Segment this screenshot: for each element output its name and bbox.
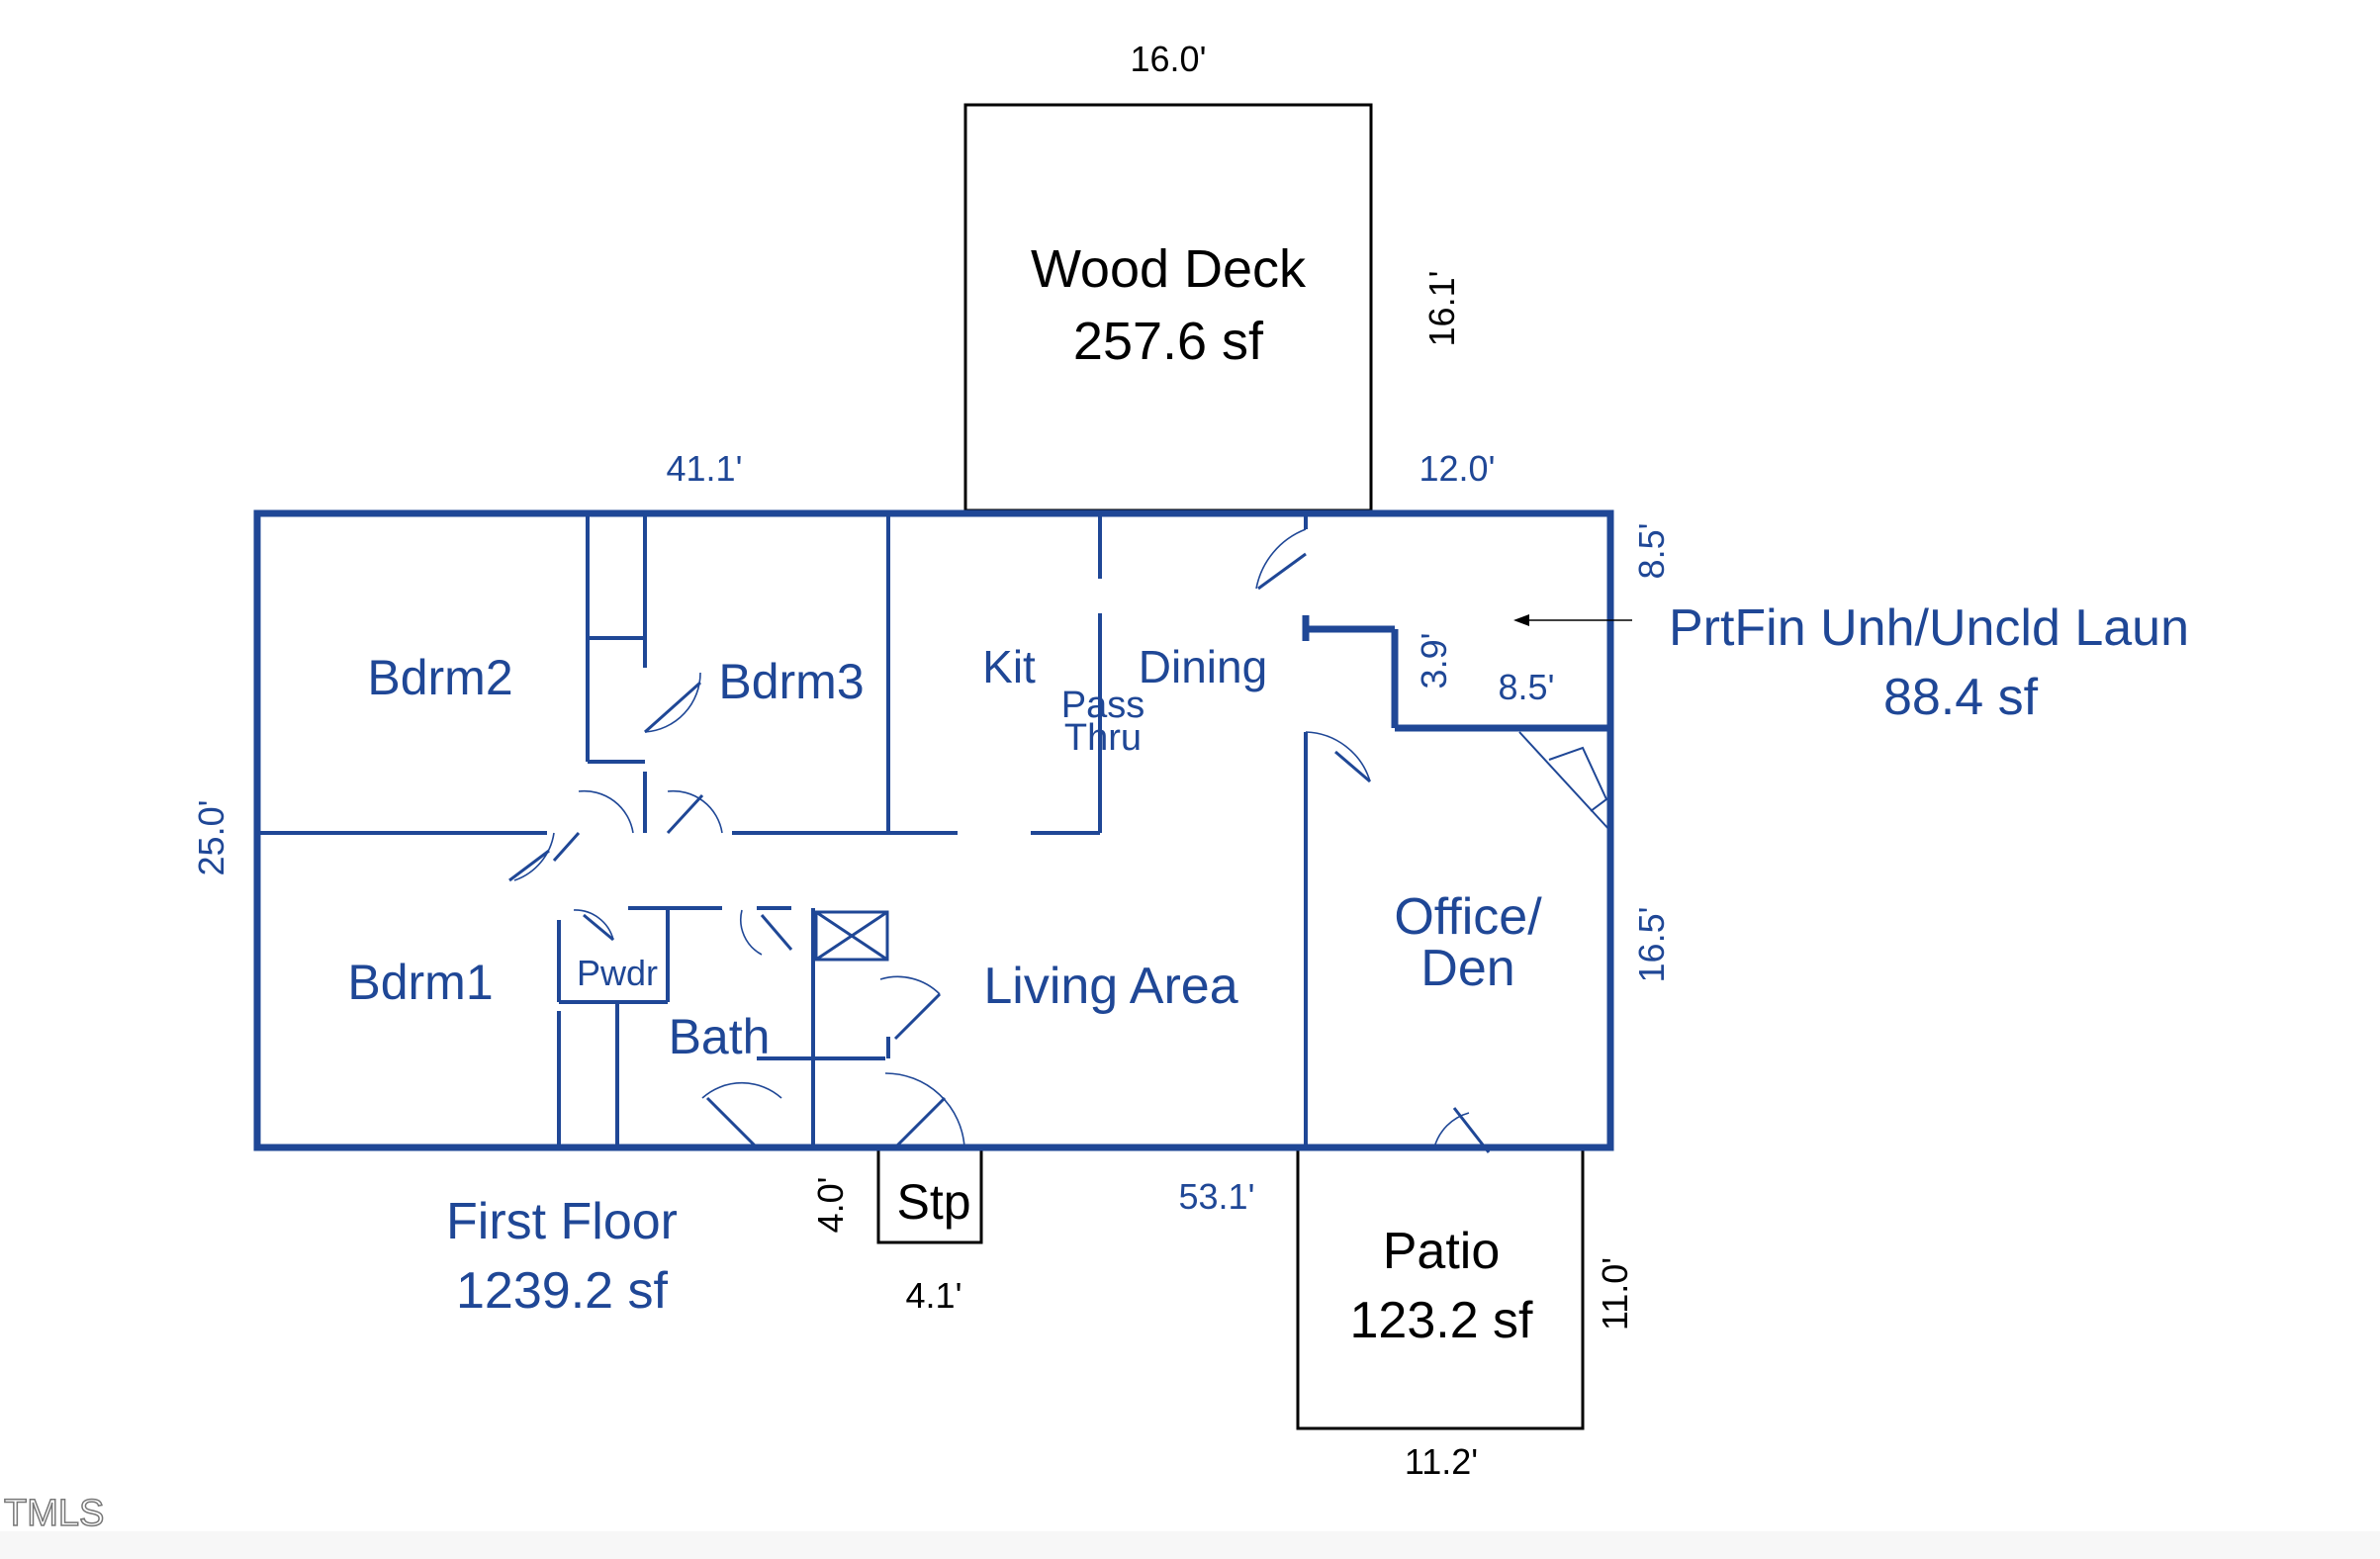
room-bath: Bath [669, 1009, 771, 1064]
bottom-strip [0, 1531, 2380, 1559]
closet-sliders [557, 519, 590, 1143]
step-height-dim: 4.0' [810, 1177, 851, 1234]
patio-outline [1296, 1146, 1585, 1430]
corner-fireplace [1518, 731, 1611, 832]
office-right-dim: 16.5' [1631, 907, 1672, 983]
laundry-inner-h-dim: 8.5' [1499, 667, 1555, 707]
patio-width-dim: 11.2' [1405, 1441, 1478, 1482]
room-pwdr: Pwdr [577, 953, 658, 993]
room-thru: Thru [1064, 717, 1142, 759]
first-floor-title: First Floor [446, 1193, 678, 1250]
room-bdrm2: Bdrm2 [367, 650, 512, 705]
patio-area: 123.2 sf [1349, 1292, 1533, 1349]
room-pass: Pass [1061, 685, 1144, 726]
room-living: Living Area [983, 958, 1237, 1015]
first-floor-area: 1239.2 sf [456, 1262, 668, 1320]
door-swings [508, 528, 1491, 1153]
step-width-dim: 4.1' [906, 1275, 962, 1316]
room-office-line2: Den [1420, 940, 1514, 997]
flue-box [814, 910, 889, 962]
patio-depth-dim: 11.0' [1595, 1257, 1635, 1330]
laundry-title: PrtFin Unh/Uncld Laun [1669, 599, 2189, 657]
patio-title: Patio [1383, 1223, 1501, 1280]
house-top-dim: 41.1' [667, 448, 743, 489]
room-office-line1: Office/ [1394, 888, 1542, 946]
room-bdrm1: Bdrm1 [347, 955, 493, 1010]
room-dining: Dining [1139, 641, 1267, 692]
room-kit: Kit [982, 641, 1036, 692]
interior-walls [257, 513, 1610, 1147]
laundry-pointer-arrow [1513, 614, 1632, 626]
room-bdrm3: Bdrm3 [718, 654, 864, 709]
deck-depth-dim: 16.1' [1421, 271, 1462, 347]
house-left-dim: 25.0' [191, 800, 231, 876]
deck-title: Wood Deck [1031, 239, 1307, 299]
step-title: Stp [896, 1174, 970, 1230]
house-bottom-dim: 53.1' [1179, 1176, 1255, 1217]
deck-area: 257.6 sf [1073, 312, 1264, 371]
deck-width-dim: 16.0' [1131, 39, 1207, 79]
house-outline [253, 509, 1614, 1151]
laundry-inner-v-dim: 3.9' [1414, 633, 1454, 689]
laundry-top-dim: 12.0' [1419, 448, 1496, 489]
laundry-area: 88.4 sf [1883, 669, 2039, 726]
watermark-logo: TMLS [4, 1493, 104, 1534]
wood-deck-outline [963, 103, 1373, 512]
laundry-right-dim: 8.5' [1631, 523, 1672, 580]
